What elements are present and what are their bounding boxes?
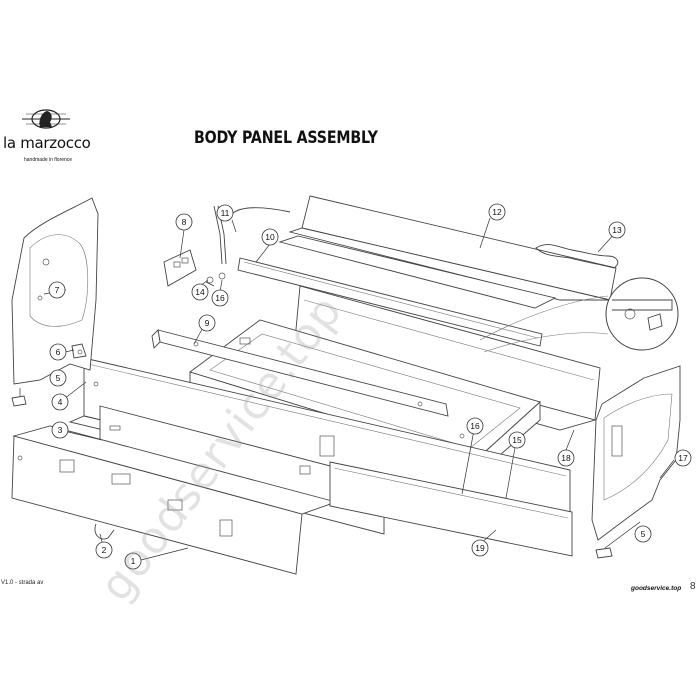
right-side-panel [591,365,681,541]
left-foot [11,395,27,407]
callout-part-9[interactable]: 9 [198,314,216,332]
callout-part-5-left[interactable]: 5 [49,369,67,387]
callout-part-1[interactable]: 1 [124,552,142,570]
callout-part-10[interactable]: 10 [261,228,279,246]
callout-part-18[interactable]: 18 [557,449,575,467]
svg-text:14: 14 [195,287,205,297]
document-version: V1.0 - strada av [1,580,44,586]
svg-text:16: 16 [470,421,480,431]
callout-part-3[interactable]: 3 [51,421,69,439]
detail-magnifier [479,277,679,353]
callout-part-14[interactable]: 14 [191,283,209,301]
site-tag: goodservice.top [631,585,682,592]
callout-part-13[interactable]: 13 [608,221,626,239]
callout-part-7[interactable]: 7 [48,281,66,299]
callout-part-12[interactable]: 12 [488,203,506,221]
svg-text:7: 7 [55,285,60,295]
svg-text:5: 5 [56,373,61,383]
page-title: BODY PANEL ASSEMBLY [194,128,378,147]
svg-text:17: 17 [678,453,688,463]
brand-tagline: handmade in florence [24,157,73,163]
callout-part-5-right[interactable]: 5 [634,525,652,543]
callout-part-11[interactable]: 11 [216,204,234,222]
svg-text:10: 10 [265,232,275,242]
svg-text:11: 11 [221,208,230,218]
svg-text:13: 13 [612,225,622,235]
callout-part-2[interactable]: 2 [95,541,113,559]
svg-text:3: 3 [58,425,63,435]
top-rail [231,207,291,215]
svg-text:18: 18 [561,453,571,463]
page-number: 8 [690,581,696,592]
svg-text:15: 15 [512,435,522,445]
svg-text:19: 19 [475,543,485,553]
svg-text:2: 2 [102,545,107,555]
svg-text:16: 16 [215,293,225,303]
callout-part-19[interactable]: 19 [471,539,489,557]
svg-text:12: 12 [492,207,502,217]
brand-logo [22,109,70,129]
front-base-panel [329,461,573,557]
svg-text:4: 4 [58,397,63,407]
strada-badge [535,244,619,269]
callout-part-15[interactable]: 15 [508,431,526,449]
svg-text:5: 5 [641,529,646,539]
right-foot [595,547,613,559]
callout-part-16-top[interactable]: 16 [211,289,229,307]
callout-part-8[interactable]: 8 [175,213,193,231]
svg-text:9: 9 [205,318,210,328]
bracket [163,249,197,287]
callout-part-16-front[interactable]: 16 [466,417,484,435]
svg-text:6: 6 [56,347,61,357]
callout-part-4[interactable]: 4 [51,393,69,411]
svg-text:1: 1 [131,556,136,566]
callout-part-17[interactable]: 17 [674,449,692,467]
svg-text:8: 8 [182,217,187,227]
support-bar [151,329,449,417]
brand-name: la marzocco [3,134,91,152]
callout-part-6[interactable]: 6 [49,343,67,361]
panel-clip [94,523,115,540]
